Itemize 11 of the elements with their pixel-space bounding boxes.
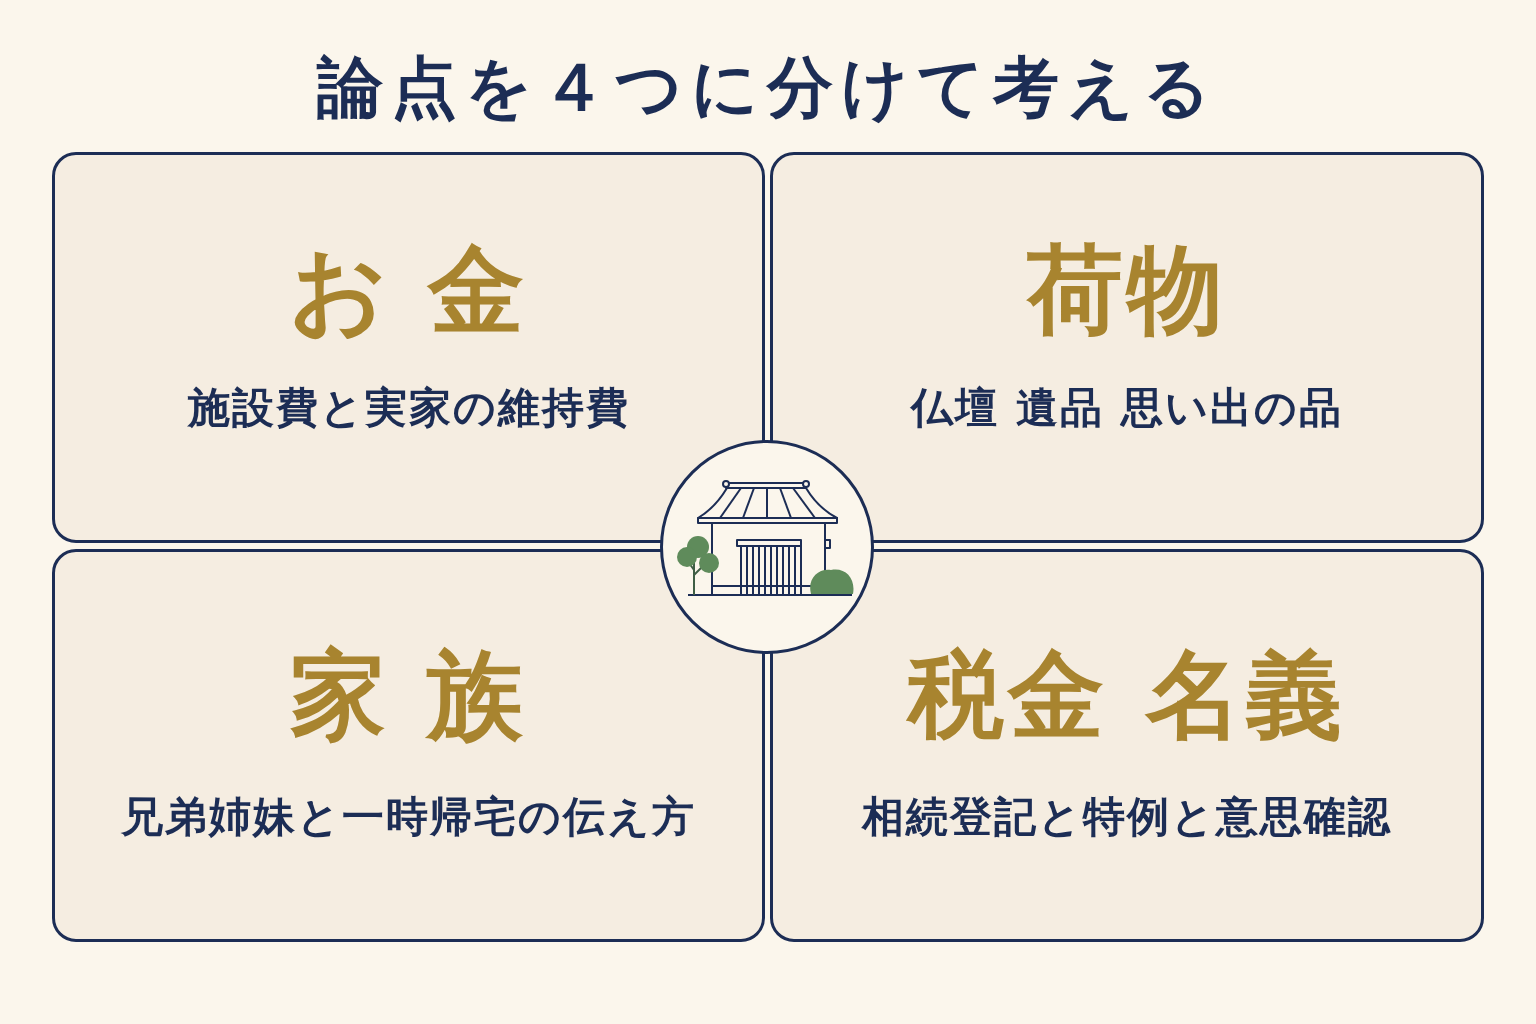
topic-card [52, 549, 765, 942]
category-heading: お 金 [288, 242, 529, 338]
topic-card [770, 549, 1484, 942]
topic-text: 仏壇 遺品 思い出の品 [911, 387, 1343, 429]
topic-card [52, 152, 765, 543]
category-heading: 税金 名義 [908, 647, 1346, 743]
topic-text: 兄弟姉妹と一時帰宅の伝え方 [121, 796, 696, 838]
category-heading: 荷物 [1027, 242, 1227, 338]
topic-text: 相続登記と特例と意思確認 [862, 796, 1392, 838]
topic-card [770, 152, 1484, 543]
topic-text: 施設費と実家の維持費 [187, 387, 630, 429]
